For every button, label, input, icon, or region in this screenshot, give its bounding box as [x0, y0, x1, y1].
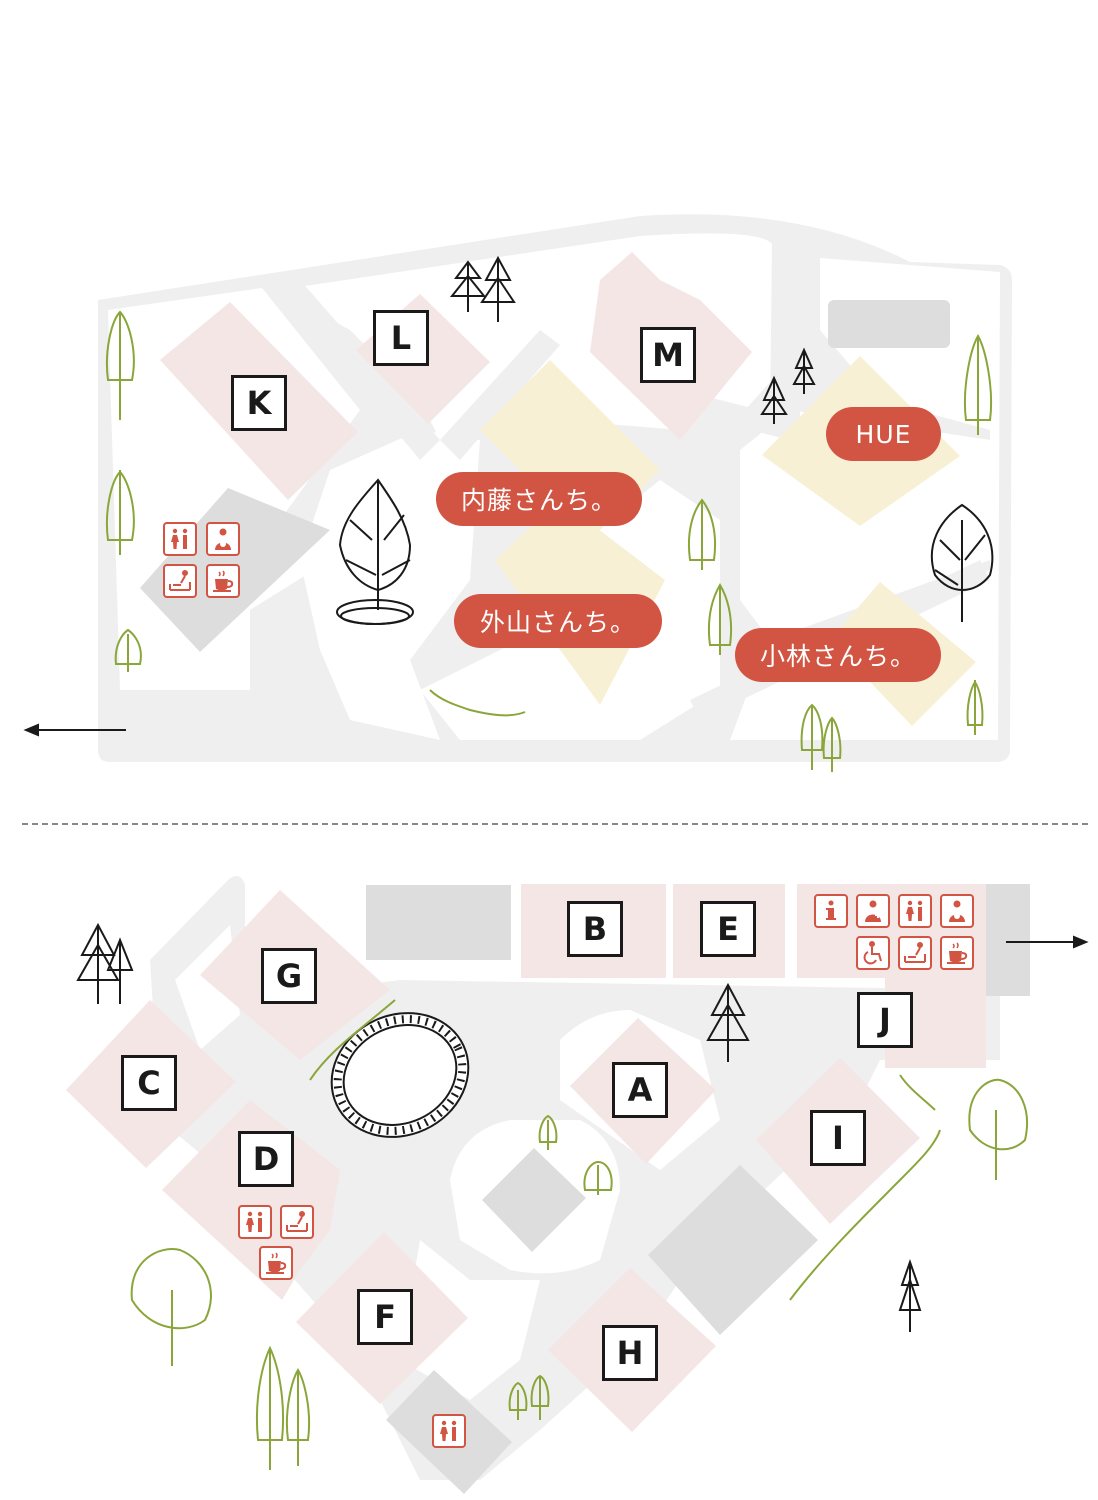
- building-label-k[interactable]: K: [231, 375, 287, 431]
- lower-green-trees: [130, 999, 1028, 1470]
- building-label-a[interactable]: A: [612, 1062, 668, 1118]
- building-label-e[interactable]: E: [700, 901, 756, 957]
- green-tree-icon: [114, 628, 142, 672]
- green-tree-icon: [968, 1078, 1028, 1180]
- building-label-g[interactable]: G: [261, 948, 317, 1004]
- arrow-right-icon[interactable]: [1006, 935, 1089, 949]
- black-tree-icon: [898, 1258, 922, 1332]
- green-tree-icon: [899, 1074, 936, 1111]
- area-divider: [22, 823, 1088, 825]
- shop-label-kobayashi[interactable]: 小林さんち。: [735, 628, 941, 682]
- green-tree-icon: [687, 498, 717, 570]
- building-label-b[interactable]: B: [567, 901, 623, 957]
- restroom-icon: [432, 1414, 466, 1448]
- shop-label-toyama[interactable]: 外山さんち。: [454, 594, 662, 648]
- building-label-f[interactable]: F: [357, 1289, 413, 1345]
- restroom-icon: [898, 894, 932, 928]
- green-tree-icon: [255, 1345, 311, 1470]
- arrow-left-icon[interactable]: [23, 723, 126, 737]
- railway-ring: [330, 1012, 470, 1138]
- diaper-changing-icon: [280, 1205, 314, 1239]
- building-label-d[interactable]: D: [238, 1131, 294, 1187]
- cafe-icon: [259, 1246, 293, 1280]
- upper-green-trees: [105, 310, 993, 772]
- shop-label-hue[interactable]: HUE: [826, 407, 941, 461]
- nursing-room-icon: [206, 522, 240, 556]
- black-tree-icon: [76, 922, 134, 1004]
- green-tree-icon: [708, 583, 732, 655]
- green-tree-icon: [789, 1129, 941, 1301]
- green-tree-icon: [800, 703, 842, 772]
- green-tree-icon: [583, 1160, 613, 1195]
- green-tree-icon: [508, 1374, 550, 1420]
- green-tree-icon: [130, 1248, 212, 1366]
- green-tree-icon: [105, 470, 135, 555]
- green-tree-icon: [963, 333, 993, 435]
- restroom-icon: [238, 1205, 272, 1239]
- information-icon: [814, 894, 848, 928]
- wheelchair-icon: [856, 936, 890, 970]
- black-tree-icon: [706, 982, 750, 1062]
- black-tree-icon: [449, 255, 516, 322]
- diaper-changing-icon: [163, 564, 197, 598]
- cafe-icon: [206, 564, 240, 598]
- nursing-room-icon: [940, 894, 974, 928]
- green-tree-icon: [309, 999, 396, 1081]
- building-label-c[interactable]: C: [121, 1055, 177, 1111]
- building-label-h[interactable]: H: [602, 1325, 658, 1381]
- lower-black-trees: [76, 922, 922, 1332]
- first-aid-icon: [856, 894, 890, 928]
- shop-label-naito[interactable]: 内藤さんち。: [436, 472, 642, 526]
- building-label-l[interactable]: L: [373, 310, 429, 366]
- building-label-j[interactable]: J: [857, 992, 913, 1048]
- black-tree-icon: [760, 347, 816, 424]
- green-tree-icon: [966, 680, 984, 735]
- cafe-icon: [940, 936, 974, 970]
- upper-black-trees: [336, 255, 994, 625]
- diaper-changing-icon: [898, 936, 932, 970]
- black-tree-icon: [930, 503, 994, 622]
- green-tree-icon: [429, 689, 526, 717]
- building-label-i[interactable]: I: [810, 1110, 866, 1166]
- green-tree-icon: [538, 1114, 558, 1150]
- restroom-icon: [163, 522, 197, 556]
- black-tree-icon: [336, 478, 414, 625]
- green-tree-icon: [105, 310, 135, 420]
- building-label-m[interactable]: M: [640, 327, 696, 383]
